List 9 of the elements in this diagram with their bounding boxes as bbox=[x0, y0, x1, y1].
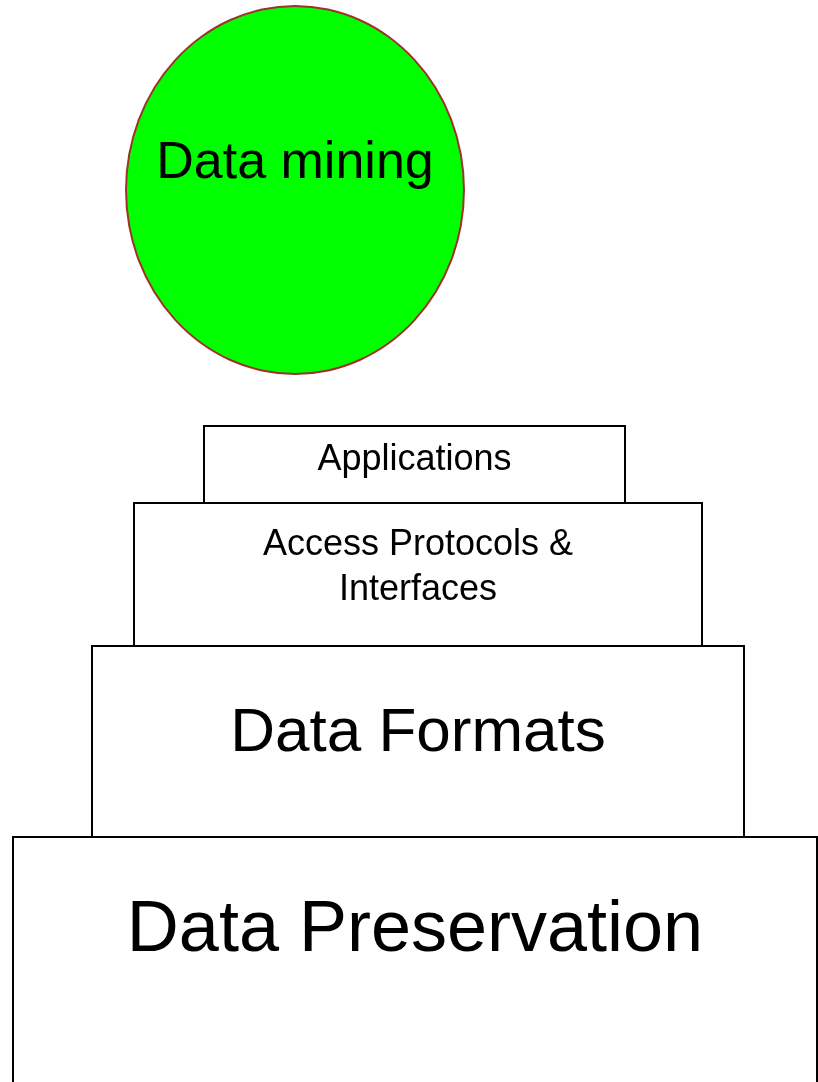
layer-box bbox=[91, 645, 745, 838]
ellipse-label: Data mining bbox=[156, 129, 434, 191]
layer-label: Data Preservation bbox=[126, 885, 704, 968]
layer-label: Access Protocols & Interfaces bbox=[261, 520, 575, 610]
layer-box bbox=[133, 502, 703, 647]
layer-box bbox=[12, 836, 818, 1082]
layer-label: Applications bbox=[317, 436, 512, 480]
layer-box bbox=[203, 425, 626, 504]
layer-label: Data Formats bbox=[230, 693, 606, 766]
